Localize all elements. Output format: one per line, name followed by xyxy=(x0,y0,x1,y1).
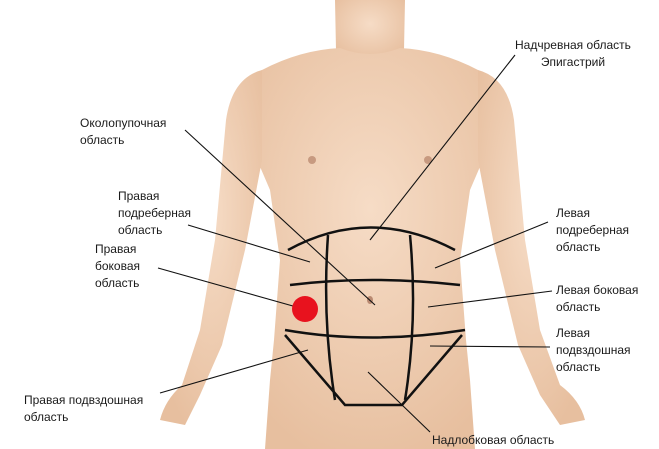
label-left-hypochondriac: Левая подреберная область xyxy=(556,205,629,256)
label-epigastric: Надчревная область Эпигастрий xyxy=(515,37,631,71)
label-right-lateral: Правая боковая область xyxy=(95,241,140,292)
right-arm xyxy=(160,70,262,425)
label-left-iliac: Левая подвздошная область xyxy=(556,325,631,376)
pain-marker xyxy=(292,296,318,322)
torso xyxy=(240,48,500,449)
label-right-hypochondriac: Правая подреберная область xyxy=(118,188,191,239)
label-hypogastric: Надлобковая область xyxy=(432,432,554,449)
label-umbilical: Околопупочная область xyxy=(80,115,166,149)
label-left-lateral: Левая боковая область xyxy=(556,282,638,316)
label-right-iliac: Правая подвздошная область xyxy=(24,392,143,426)
